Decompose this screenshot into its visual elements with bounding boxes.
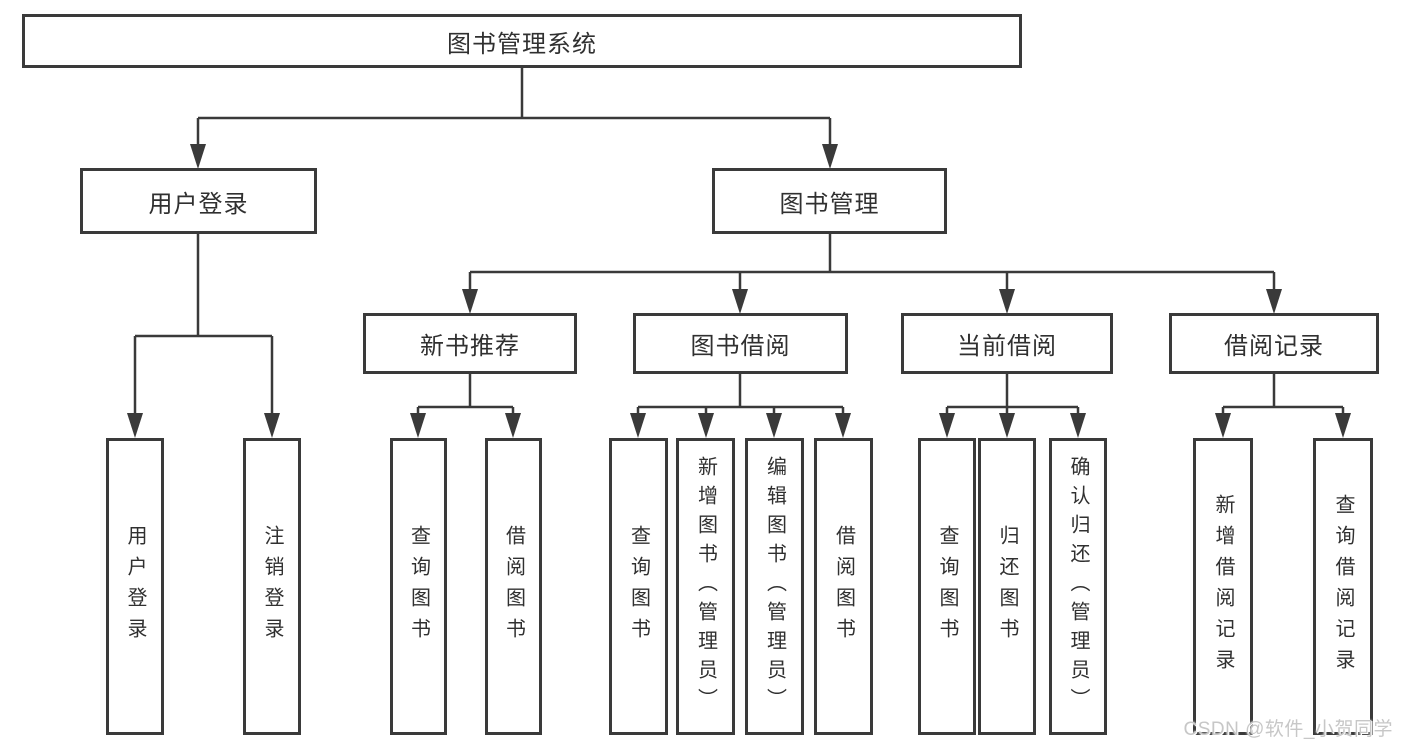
leaf-current-return-books: 归还图书 — [978, 438, 1036, 735]
node-book-borrow: 图书借阅 — [633, 313, 848, 374]
leaf-label: 归还图书 — [996, 524, 1018, 649]
leaf-borrow-add-books-admin: 新增图书（管理员） — [676, 438, 735, 735]
node-book-management: 图书管理 — [712, 168, 947, 234]
leaf-label: 编辑图书（管理员） — [763, 456, 786, 717]
leaf-label: 查询图书 — [627, 524, 650, 649]
leaf-records-query-record: 查询借阅记录 — [1313, 438, 1373, 735]
node-user-login: 用户登录 — [80, 168, 317, 234]
node-new-book-recommend: 新书推荐 — [363, 313, 577, 374]
node-label: 新书推荐 — [420, 333, 520, 360]
node-root-system: 图书管理系统 — [22, 14, 1022, 68]
node-label: 图书借阅 — [690, 333, 791, 360]
leaf-borrow-edit-books-admin: 编辑图书（管理员） — [745, 438, 804, 735]
leaf-current-confirm-return-admin: 确认归还（管理员） — [1049, 438, 1107, 735]
leaf-current-query-books: 查询图书 — [918, 438, 976, 735]
leaf-borrow-borrow-books: 借阅图书 — [814, 438, 873, 735]
leaf-recommend-query-books: 查询图书 — [390, 438, 447, 735]
leaf-logout-login: 注销登录 — [243, 438, 301, 735]
watermark: CSDN @软件_小贺同学 — [1183, 719, 1393, 740]
leaf-label: 用户登录 — [124, 524, 146, 649]
leaf-recommend-borrow-books: 借阅图书 — [485, 438, 542, 735]
leaf-label: 借阅图书 — [502, 524, 525, 649]
leaf-label: 查询图书 — [936, 524, 958, 649]
node-label: 当前借阅 — [957, 333, 1057, 360]
leaf-label: 注销登录 — [261, 524, 283, 649]
leaf-label: 查询图书 — [407, 524, 430, 649]
leaf-user-login: 用户登录 — [106, 438, 164, 735]
node-label: 借阅记录 — [1224, 333, 1324, 360]
leaf-label: 确认归还（管理员） — [1067, 456, 1089, 717]
leaf-label: 查询借阅记录 — [1332, 493, 1354, 680]
node-label: 图书管理系统 — [447, 30, 597, 58]
leaf-label: 新增借阅记录 — [1212, 493, 1234, 680]
node-borrow-records: 借阅记录 — [1169, 313, 1379, 374]
node-current-borrow: 当前借阅 — [901, 313, 1113, 374]
node-label: 图书管理 — [779, 190, 880, 218]
node-label: 用户登录 — [148, 190, 249, 218]
leaf-borrow-query-books: 查询图书 — [609, 438, 668, 735]
leaf-label: 借阅图书 — [832, 524, 855, 649]
leaf-label: 新增图书（管理员） — [694, 456, 717, 717]
leaf-records-add-record: 新增借阅记录 — [1193, 438, 1253, 735]
